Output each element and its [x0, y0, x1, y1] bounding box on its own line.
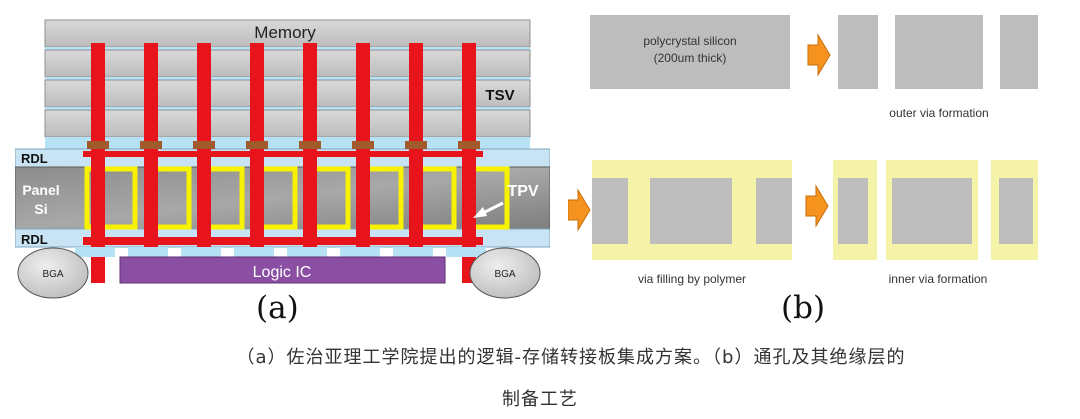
lower-pad-group [75, 247, 486, 257]
process-arrow-icon [567, 188, 591, 232]
tsv-column-group [83, 43, 483, 283]
inner-via-si-1 [838, 178, 868, 244]
tpv-label: TPV [507, 183, 538, 200]
filled-si-block-3 [756, 178, 792, 244]
via-fill-label: via filling by polymer [638, 272, 746, 286]
bga-ball-right [469, 247, 541, 299]
process-arrow-icon [807, 33, 831, 77]
figure-caption-line1: （a）佐治亚理工学院提出的逻辑-存储转接板集成方案。（b）通孔及其绝缘层的 [236, 347, 906, 368]
sublabel-a: (a) [256, 290, 299, 326]
filled-si-block-2 [650, 178, 732, 244]
inner-via-si-2 [892, 178, 972, 244]
rdl-top-label: RDL [21, 151, 48, 166]
tpv-arrow-head [473, 207, 487, 218]
tpv-insulation-group [84, 166, 510, 230]
inner-via-si-3 [999, 178, 1033, 244]
panel-a-logic-memory-interposer: Memory TSV [14, 15, 551, 305]
process-arrow-icon [805, 184, 829, 228]
outer-via-block-3 [1000, 15, 1038, 89]
logic-ic-label: Logic IC [253, 264, 312, 281]
poly-label-line2: (200um thick) [654, 51, 727, 65]
filled-si-block-1 [592, 178, 628, 244]
interposer-diagram: Memory TSV [14, 19, 551, 299]
poly-label-line1: polycrystal silicon [643, 34, 736, 48]
panel-b-via-process: polycrystal silicon (200um thick) outer … [567, 15, 1038, 305]
figure-caption-line2: 制备工艺 [502, 389, 578, 410]
bga-left-label: BGA [42, 269, 63, 280]
memory-stack [44, 19, 531, 149]
inner-via-label: inner via formation [889, 272, 988, 286]
outer-via-block-2 [895, 15, 983, 89]
panel-si-label-line2: Si [34, 201, 47, 217]
via-process-diagram: polycrystal silicon (200um thick) outer … [567, 15, 1038, 286]
rdl-bottom-label: RDL [21, 232, 48, 247]
polysilicon-wafer [590, 15, 790, 89]
sublabel-b: (b) [781, 290, 826, 326]
panel-si-label-line1: Panel [22, 182, 59, 198]
tsv-label: TSV [485, 87, 514, 104]
bga-right-label: BGA [494, 269, 515, 280]
memory-label: Memory [254, 23, 316, 42]
outer-via-block-1 [838, 15, 878, 89]
logic-ic-die [119, 256, 446, 284]
micro-bump-group [87, 141, 480, 149]
outer-via-label: outer via formation [889, 106, 988, 120]
bga-ball-left [17, 247, 89, 299]
